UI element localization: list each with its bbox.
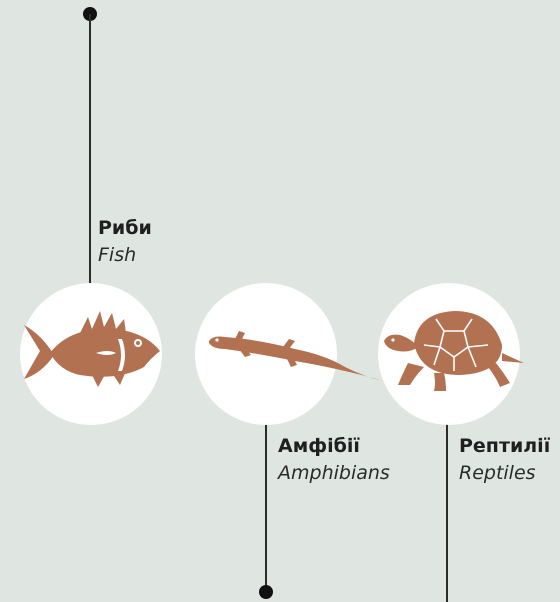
fish-connector-line bbox=[89, 14, 91, 284]
amphibian-timeline-dot bbox=[259, 585, 273, 599]
reptile-connector-line bbox=[446, 420, 448, 602]
fish-name-english: Fish bbox=[98, 245, 152, 267]
reptile-name-ukrainian: Рептилії bbox=[459, 436, 550, 458]
amphibian-label: Амфібії Amphibians bbox=[278, 436, 390, 485]
salamander-icon bbox=[195, 283, 337, 425]
turtle-icon bbox=[378, 283, 520, 425]
amphibian-name-ukrainian: Амфібії bbox=[278, 436, 390, 458]
reptile-name-english: Reptiles bbox=[459, 463, 550, 485]
amphibian-circle bbox=[195, 283, 337, 425]
fish-icon bbox=[20, 283, 162, 425]
fish-label: Риби Fish bbox=[98, 218, 152, 267]
fish-name-ukrainian: Риби bbox=[98, 218, 152, 240]
reptile-circle bbox=[378, 283, 520, 425]
fish-circle bbox=[20, 283, 162, 425]
amphibian-name-english: Amphibians bbox=[278, 463, 390, 485]
amphibian-connector-line bbox=[265, 420, 267, 592]
reptile-label: Рептилії Reptiles bbox=[459, 436, 550, 485]
